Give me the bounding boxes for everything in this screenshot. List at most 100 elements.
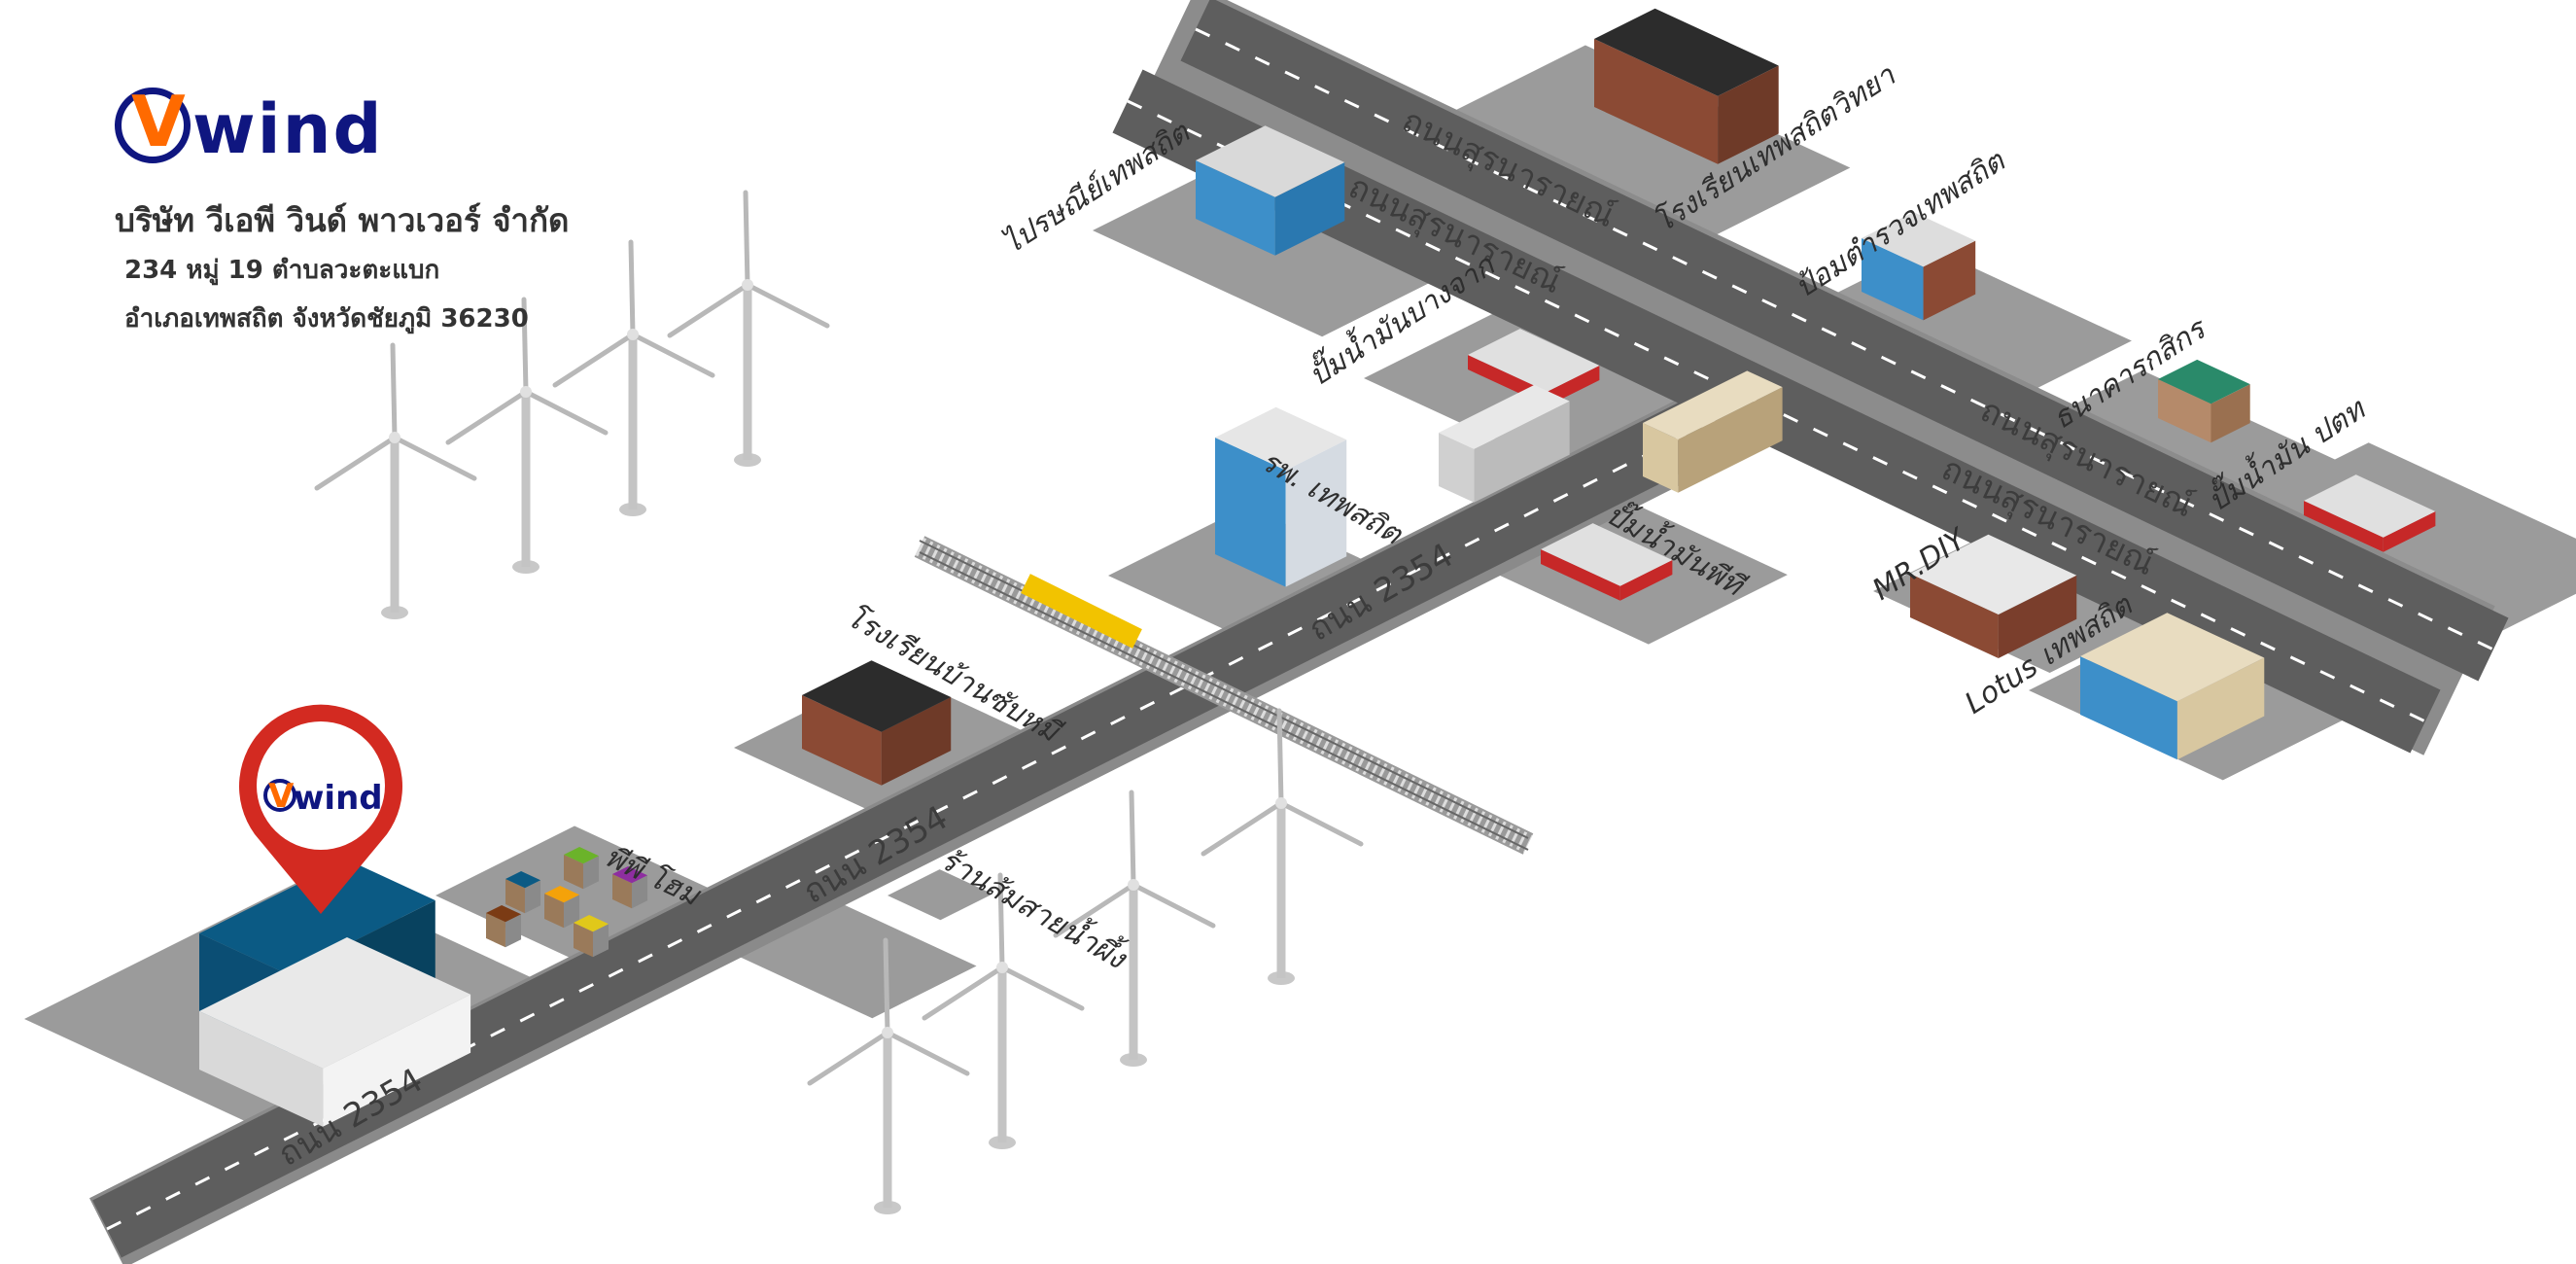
turbine-blade bbox=[628, 239, 636, 337]
mrdiy-building bbox=[1910, 534, 2077, 658]
tiny-house-face bbox=[564, 855, 583, 890]
tiny-house bbox=[612, 865, 648, 909]
address-line-2: อำเภอเทพสถิต จังหวัดชัยภูมิ 36230 bbox=[124, 304, 529, 334]
ptt-canopy-face bbox=[2304, 474, 2436, 538]
tiny-house-face bbox=[505, 879, 525, 914]
turbine-blade bbox=[1131, 882, 1216, 929]
company-location-pin[interactable]: V wind bbox=[239, 704, 402, 914]
police-box-building-face bbox=[1862, 212, 1976, 267]
hospital-building-face bbox=[1215, 438, 1286, 587]
wind-turbine bbox=[445, 297, 609, 574]
ptt-canopy bbox=[2304, 474, 2436, 552]
lot-orange-shop bbox=[888, 869, 993, 921]
factory-building bbox=[199, 937, 471, 1127]
tiny-house-face bbox=[524, 880, 541, 914]
lot-kasikorn bbox=[2012, 369, 2337, 526]
mrdiy-building-face bbox=[1910, 534, 2077, 614]
turbine-blade bbox=[997, 872, 1005, 970]
shophouses-beige-face bbox=[1678, 387, 1783, 493]
shophouses-white-face bbox=[1439, 433, 1475, 503]
turbine-hub bbox=[520, 386, 532, 398]
turbine-blade bbox=[1276, 708, 1284, 806]
thepsathit-school-building bbox=[1594, 8, 1779, 164]
turbine-blade bbox=[883, 937, 890, 1036]
pin-logo-ring bbox=[263, 779, 296, 812]
tiny-house-face bbox=[574, 914, 609, 932]
factory-roof-face bbox=[199, 860, 435, 974]
lotus-building-face bbox=[2176, 657, 2265, 760]
turbine-blade bbox=[445, 389, 529, 445]
tiny-house bbox=[574, 914, 609, 958]
pt-canopy-face bbox=[1541, 523, 1673, 586]
turbine-hub bbox=[1128, 879, 1139, 891]
pt-canopy bbox=[1541, 523, 1673, 601]
shophouses-white-face bbox=[1474, 401, 1570, 503]
railway-rail bbox=[919, 540, 1529, 839]
pt-canopy-face bbox=[1541, 549, 1620, 601]
tiny-house-face bbox=[592, 924, 609, 958]
post-office-building-face bbox=[1196, 125, 1345, 197]
factory-building-face bbox=[323, 994, 471, 1127]
ptt-canopy-face bbox=[2304, 501, 2384, 552]
company-logo: V wind bbox=[115, 81, 569, 163]
police-box-building bbox=[1862, 212, 1976, 321]
turbine-blade bbox=[521, 297, 529, 395]
pin-logo-mark: V bbox=[268, 777, 295, 816]
surinarai-lane-marking bbox=[1195, 27, 2494, 651]
shophouses-beige-face bbox=[1643, 423, 1679, 493]
hospital-building-face bbox=[1285, 439, 1347, 587]
turbine-blade bbox=[807, 1030, 890, 1086]
mrdiy-building-face bbox=[1910, 574, 1999, 658]
tiny-house-face bbox=[612, 865, 648, 884]
post-office-building-face bbox=[1274, 162, 1345, 256]
hospital-building bbox=[1215, 406, 1347, 587]
turbine-hub bbox=[882, 1027, 893, 1038]
turbine-blade bbox=[523, 389, 609, 436]
railway-rail bbox=[919, 551, 1529, 851]
kasikorn-building-face bbox=[2210, 384, 2250, 443]
lotus-building bbox=[2080, 613, 2265, 760]
tiny-house bbox=[544, 885, 580, 929]
sapmi-school-building-face bbox=[802, 695, 882, 786]
kasikorn-building-face bbox=[2158, 379, 2211, 443]
sapmi-school-building-face bbox=[881, 697, 952, 786]
logo-mark: V bbox=[131, 81, 186, 162]
tiny-house-face bbox=[544, 894, 564, 929]
tiny-house-face bbox=[582, 856, 600, 890]
shophouses-beige bbox=[1643, 370, 1783, 493]
factory-building-face bbox=[199, 937, 471, 1069]
sapmi-school-building bbox=[802, 660, 952, 786]
tiny-house-face bbox=[505, 914, 522, 948]
turbine-hub bbox=[742, 279, 753, 291]
wind-turbine bbox=[552, 239, 715, 516]
turbine-blade bbox=[1053, 882, 1136, 938]
bangchak-canopy-face bbox=[1547, 365, 1600, 406]
company-header: V wind บริษัท วีเอพี วินด์ พาวเวอร์ จำกั… bbox=[115, 81, 570, 343]
thepsathit-school-building-face bbox=[1594, 39, 1719, 164]
kasikorn-building bbox=[2158, 359, 2250, 443]
tiny-house bbox=[486, 904, 522, 948]
turbine-blade bbox=[314, 435, 398, 491]
turbine-blade bbox=[630, 332, 715, 378]
turbine-blade bbox=[667, 282, 750, 338]
turbine-blade bbox=[885, 1030, 970, 1076]
turbine-blade bbox=[392, 435, 477, 481]
company-name: บริษัท วีเอพี วินด์ พาวเวอร์ จำกัด bbox=[115, 201, 570, 239]
tiny-house-face bbox=[612, 874, 632, 909]
hospital-building-face bbox=[1215, 406, 1347, 471]
shophouses-white bbox=[1439, 384, 1570, 503]
pin-logo-text: wind bbox=[294, 779, 383, 818]
ptt-canopy-face bbox=[2383, 510, 2436, 552]
turbine-blade bbox=[1201, 800, 1284, 857]
buildings-layer bbox=[199, 8, 2436, 1127]
train bbox=[1021, 574, 1142, 649]
turbine-blade bbox=[552, 332, 636, 388]
wind-turbine bbox=[807, 937, 970, 1214]
shophouses-white-face bbox=[1439, 384, 1570, 449]
factory-building-face bbox=[199, 1011, 324, 1127]
tiny-house-face bbox=[486, 913, 505, 948]
turbine-blade bbox=[743, 190, 750, 288]
wind-turbine bbox=[922, 872, 1085, 1149]
bangchak-canopy-face bbox=[1468, 329, 1600, 392]
